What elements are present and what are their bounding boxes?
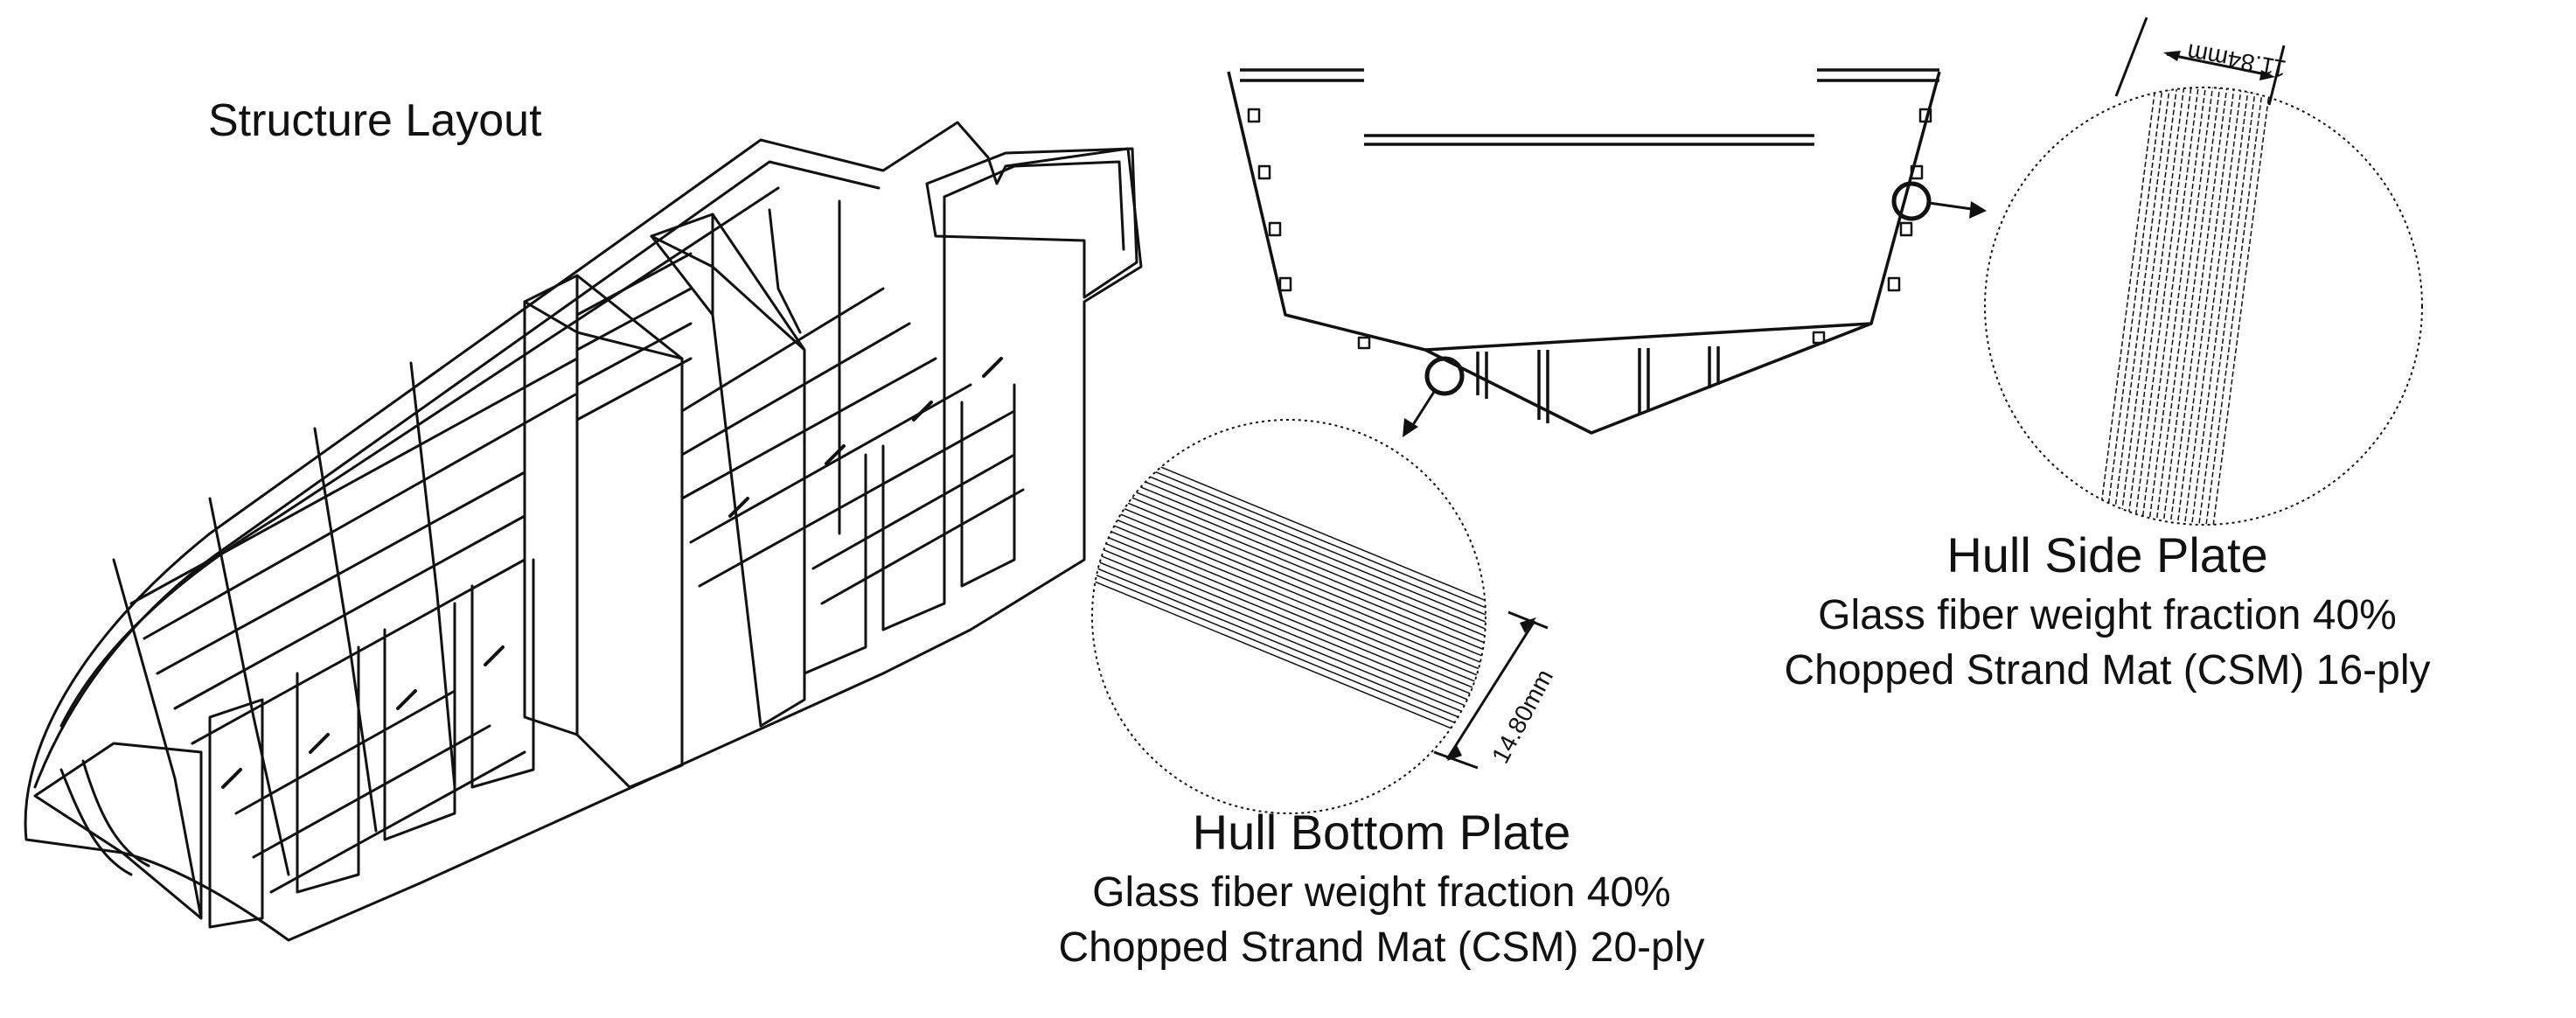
bottom-plate-name: Hull Bottom Plate [1192, 805, 1571, 860]
side-ply-line [2206, 87, 2273, 525]
bottom-ply-line [1092, 552, 1486, 744]
side-plate-caption: Hull Side Plate Glass fiber weight fract… [1644, 523, 2571, 699]
side-ply-line [2163, 87, 2231, 525]
bottom-plate-caption: Hull Bottom Plate Glass fiber weight fra… [944, 800, 1819, 976]
bottom-ply-line [1092, 533, 1486, 726]
bottom-plate-fiber: Glass fiber weight fraction 40% [1092, 868, 1671, 916]
bottom-ply-line [1092, 509, 1486, 701]
deck-line-left [1240, 68, 1364, 82]
side-plate-marker [1891, 181, 1932, 221]
side-ply-line [2199, 87, 2266, 525]
side-plate-plies [2093, 87, 2273, 525]
inner-deck [1364, 134, 1814, 146]
bottom-ply-line [1092, 515, 1486, 708]
side-thickness-dimension [2114, 17, 2286, 106]
side-ply-line [2149, 87, 2217, 525]
side-ply-line [2121, 87, 2189, 525]
bottom-plate-marker [1424, 356, 1465, 396]
side-plate-arrow [1928, 201, 1979, 212]
bottom-ply-line [1092, 478, 1486, 672]
transverse-frames [112, 195, 946, 920]
bottom-ply-line [1092, 466, 1486, 659]
bottom-ply-line [1092, 546, 1486, 738]
side-ply-line [2142, 87, 2210, 525]
bottom-ply-line [1092, 503, 1486, 695]
bottom-plate-laminate: Chopped Strand Mat (CSM) 20-ply [1058, 924, 1705, 972]
side-ply-line [2135, 87, 2204, 525]
bottom-plate-plies [1092, 436, 1486, 750]
section-floors [1476, 346, 1720, 423]
bottom-ply-line [1092, 527, 1486, 720]
bottom-ply-line [1092, 455, 1486, 647]
bottom-ply-line [1092, 449, 1486, 641]
bow-detail [59, 759, 150, 876]
bottom-ply-line [1092, 461, 1486, 653]
side-thickness-label: 11.84mm [2185, 38, 2288, 82]
side-ply-line [2170, 87, 2238, 525]
stiffener-ticks [221, 357, 1003, 789]
bow-face [33, 742, 203, 920]
bottom-ply-line [1092, 485, 1486, 678]
stern-platform [925, 147, 1138, 299]
structure-layout-title: Structure Layout [208, 95, 542, 146]
side-ply-line [2156, 87, 2224, 525]
bottom-ply-line [1092, 558, 1486, 750]
side-ply-line [2177, 87, 2245, 525]
hull-outline [24, 121, 1143, 942]
section-outline [1227, 71, 1941, 435]
side-ply-line [2100, 87, 2168, 525]
bottom-ply-line [1092, 540, 1486, 732]
bottom-floors [208, 383, 1025, 929]
side-plate-laminate: Chopped Strand Mat (CSM) 16-ply [1784, 647, 2431, 694]
bottom-ply-line [1092, 443, 1486, 635]
side-ply-line [2114, 87, 2182, 525]
side-ply-line [2185, 87, 2252, 525]
bottom-v [1424, 322, 1872, 352]
inner-sheer [59, 186, 780, 728]
side-longitudinals [1247, 108, 1932, 350]
deck-line-right [1817, 68, 1939, 82]
bottom-ply-line [1092, 472, 1486, 666]
side-plate-fiber: Glass fiber weight fraction 40% [1818, 591, 2397, 638]
side-plate-name: Hull Side Plate [1946, 527, 2268, 582]
bottom-ply-line [1092, 436, 1486, 629]
stern-platform-inner [943, 160, 1125, 251]
side-ply-line [2192, 87, 2259, 525]
side-ply-line [2128, 87, 2197, 525]
side-ply-line [2093, 87, 2161, 525]
bottom-ply-line [1092, 491, 1486, 684]
side-ply-line [2107, 87, 2175, 525]
bottom-ply-line [1092, 521, 1486, 714]
bottom-ply-line [1092, 497, 1486, 690]
